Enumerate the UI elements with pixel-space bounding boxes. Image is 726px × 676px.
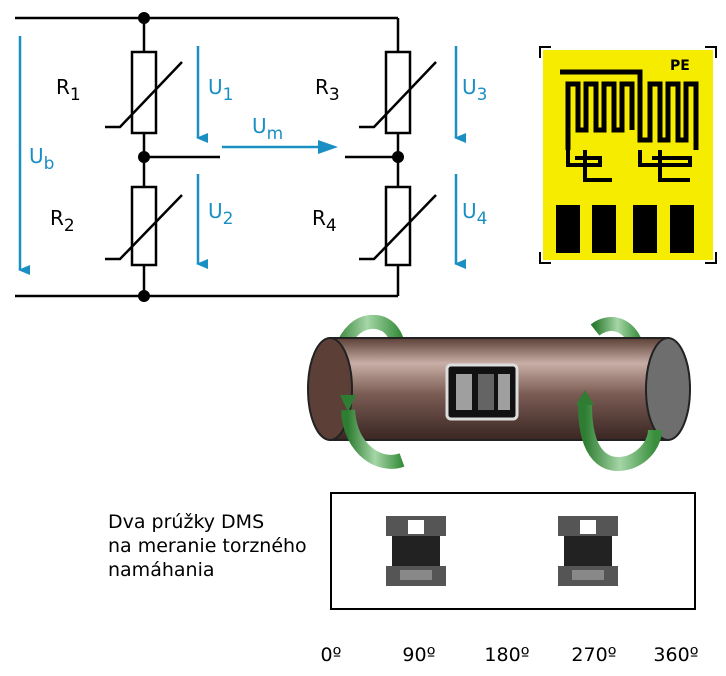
- junction-top-left: [138, 12, 150, 24]
- gauge-pad-3: [633, 205, 657, 253]
- surface-frame: [330, 492, 696, 610]
- caption-line-3: namáhania: [108, 559, 215, 581]
- label-u4: U4: [462, 199, 487, 229]
- caption-line-1: Dva prúžky DMS: [108, 511, 265, 533]
- label-r2: R2: [50, 206, 75, 236]
- junction-bottom-left: [138, 290, 150, 302]
- label-u3: U3: [462, 75, 487, 105]
- label-r4: R4: [312, 206, 337, 236]
- caption: Dva prúžky DMS na meranie torzného namáh…: [108, 510, 328, 582]
- angle-tick-90: 90º: [402, 644, 435, 666]
- gauge-lead-left: [566, 150, 602, 167]
- shaft-right-end: [645, 337, 691, 441]
- gauge-lead-right: [638, 150, 692, 167]
- resistor-r1: [105, 50, 183, 135]
- surface-gauge-1: [386, 516, 446, 586]
- gauge-pad-1: [556, 205, 580, 253]
- angle-tick-0: 0º: [320, 644, 341, 666]
- rotation-arrow-right-front: [578, 404, 662, 471]
- caption-line-2: na meranie torzného: [108, 535, 307, 557]
- angle-tick-360: 360º: [653, 644, 698, 666]
- label-ub: Ub: [29, 144, 54, 174]
- angle-tick-270: 270º: [571, 644, 616, 666]
- um-arrowhead: [318, 140, 338, 154]
- label-u2: U2: [208, 199, 233, 229]
- shaft-left-end: [307, 337, 353, 441]
- gauge-grid-right: [560, 69, 699, 150]
- gauge-pad-4: [670, 205, 694, 253]
- resistor-r3: [359, 50, 437, 135]
- rotation-arrow-left-front: [341, 409, 405, 469]
- resistor-r2: [105, 185, 183, 267]
- voltage-arrows: [18, 36, 466, 275]
- gauge-mark: PE: [670, 58, 690, 74]
- angle-axis: 0º 90º 180º 270º 360º: [320, 644, 698, 666]
- label-r1: R1: [56, 75, 81, 105]
- strain-gauge-image: PE: [539, 46, 717, 264]
- junction-mid-left: [138, 151, 150, 163]
- label-u1: U1: [208, 75, 233, 105]
- gauge-grid-left: [565, 81, 635, 150]
- bridge-circuit: [15, 16, 400, 298]
- label-um: Um: [252, 114, 283, 144]
- surface-gauge-2: [558, 516, 618, 586]
- gauge-pad-2: [592, 205, 616, 253]
- angle-tick-180: 180º: [484, 644, 529, 666]
- developed-surface: [330, 492, 696, 610]
- junction-dots: [138, 12, 404, 302]
- shaft-illustration: [307, 314, 691, 471]
- resistor-r4: [359, 185, 437, 267]
- junction-mid-right: [392, 151, 404, 163]
- label-r3: R3: [315, 75, 340, 105]
